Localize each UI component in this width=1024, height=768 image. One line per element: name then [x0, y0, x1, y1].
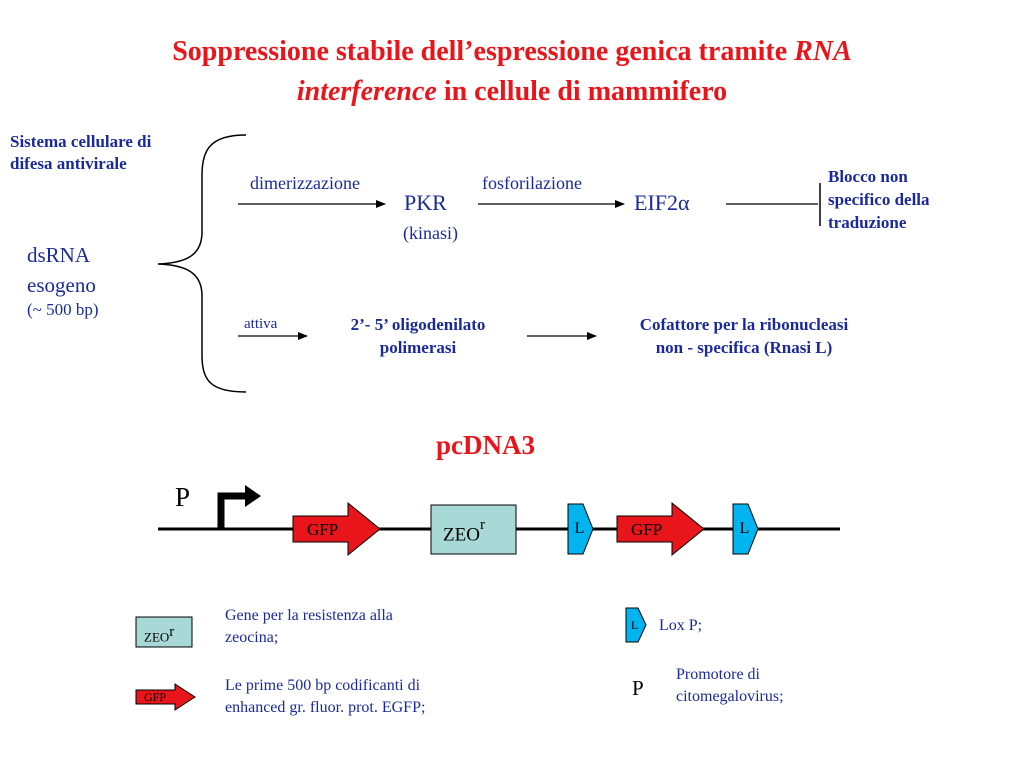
gfp1-arrow-shape — [292, 501, 381, 557]
legend-zeo-box — [135, 616, 193, 648]
legend-lox-symbol: L — [630, 618, 639, 632]
title-line2: in cellule di mammifero — [436, 76, 728, 107]
promoter-arrow-icon — [217, 492, 247, 529]
lox2-label: L — [739, 520, 750, 537]
legend-zeo-description: Gene per la resistenza alla zeocina; — [225, 607, 393, 646]
zeo-box — [430, 504, 517, 555]
pkr-label: PKR — [404, 190, 447, 215]
dsrna-label: dsRNA esogeno (~ 500 bp) — [27, 243, 99, 319]
legend-promoter-description: Promotore di citomegalovirus; — [676, 666, 784, 705]
brace — [157, 134, 247, 393]
eif2-label: EIF2α — [634, 190, 690, 215]
title-line2-italic: interference — [296, 76, 437, 107]
legend-gfp-arrow — [135, 683, 196, 711]
title-line1-italic: RNA — [794, 36, 852, 67]
translation-block-label: Blocco non specifico della traduzione — [828, 167, 930, 232]
pkr-kinase-label: (kinasi) — [403, 223, 458, 243]
legend-gfp-description: Le prime 500 bp codificanti di enhanced … — [225, 677, 426, 716]
lox1-shape — [567, 503, 594, 555]
gfp2-arrow-shape — [616, 501, 705, 557]
lox1-label: L — [574, 520, 585, 537]
legend-lox-description: Lox P; — [659, 617, 703, 634]
activates-label: attiva — [244, 316, 278, 332]
gfp1-label: GFP — [307, 520, 339, 539]
construct-name: pcDNA3 — [436, 430, 535, 460]
defense-system-label: Sistema cellulare di difesa antivirale — [10, 132, 152, 173]
dimerization-label: dimerizzazione — [250, 173, 360, 193]
zeo-label: ZEOr — [443, 517, 485, 546]
legend-zeo-symbol: ZEOr — [144, 624, 175, 645]
cofactor-label: Cofattore per la ribonucleasi non - spec… — [639, 315, 849, 357]
gfp2-label: GFP — [631, 520, 663, 539]
promoter-label: P — [175, 482, 191, 512]
oas-label: 2’- 5’ oligodenilato polimerasi — [350, 315, 486, 357]
lox2-shape — [732, 503, 759, 555]
legend-promoter-symbol: P — [632, 676, 644, 700]
legend-gfp-symbol: GFP — [144, 690, 167, 704]
page-title: Soppressione stabile dell’espressione ge… — [0, 32, 1024, 112]
title-line1: Soppressione stabile dell’espressione ge… — [172, 36, 795, 67]
legend-lox-shape — [625, 607, 647, 643]
phosphorylation-label: fosforilazione — [482, 173, 582, 193]
